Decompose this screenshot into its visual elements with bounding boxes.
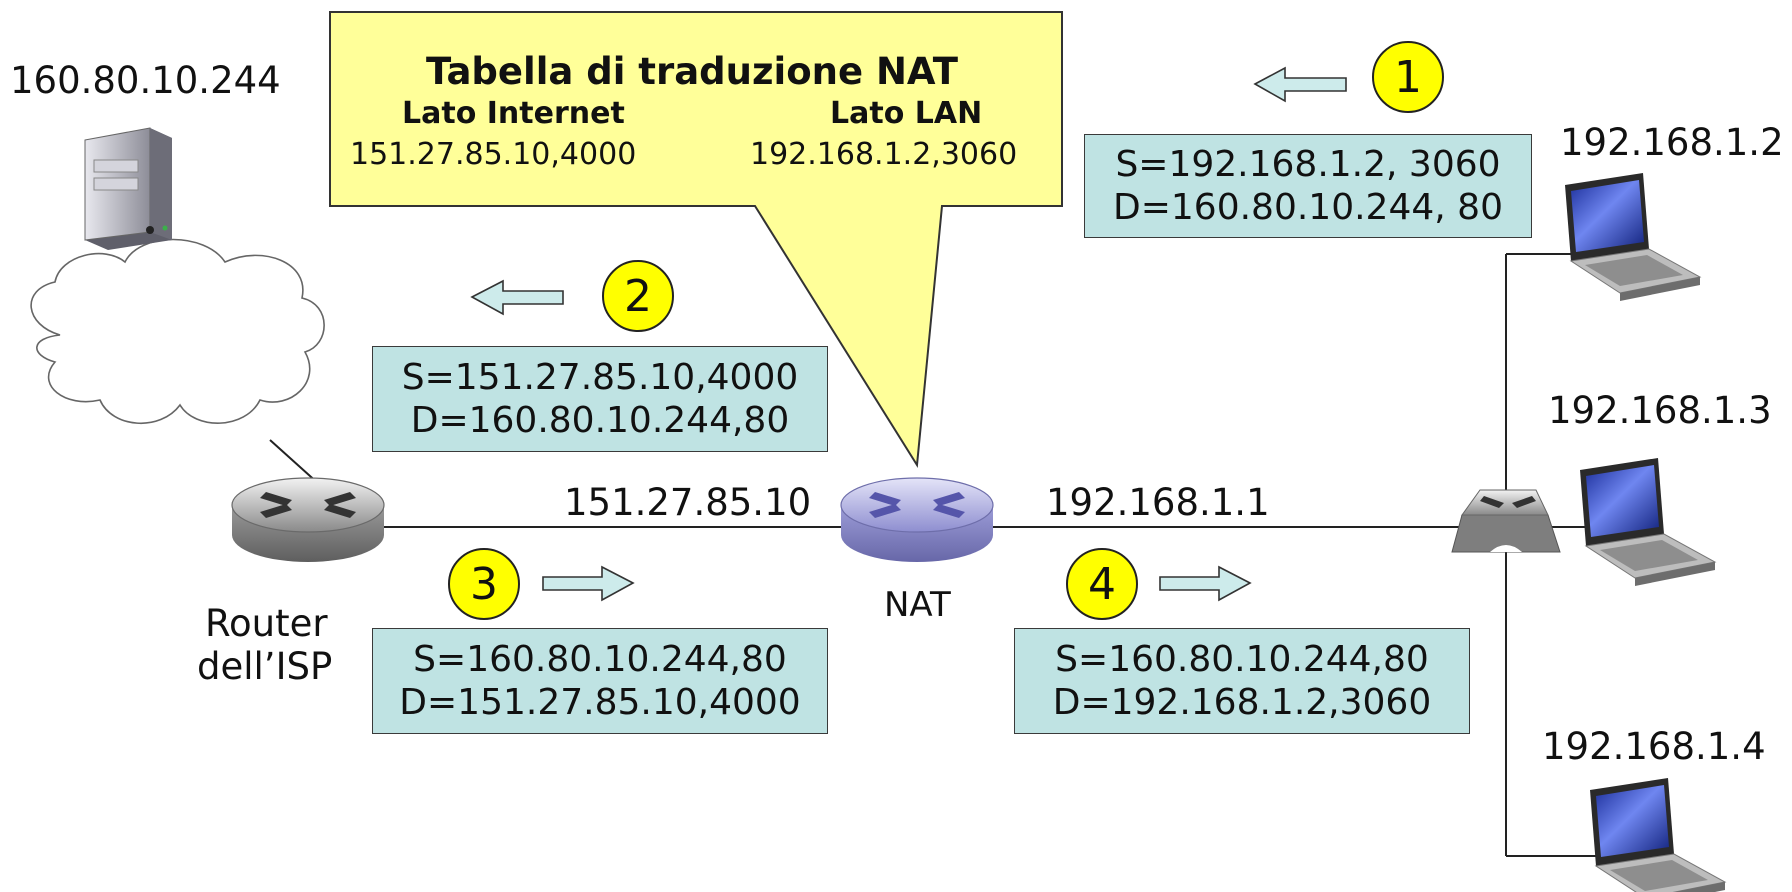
arrow-step-1 <box>1253 66 1347 103</box>
packet-1-destination: D=160.80.10.244, 80 <box>1113 187 1503 228</box>
packet-4-destination: D=192.168.1.2,3060 <box>1052 682 1432 723</box>
packet-box-step-2: S=151.27.85.10,4000 D=160.80.10.244,80 <box>372 346 828 452</box>
step-1-badge: 1 <box>1372 41 1444 113</box>
laptop1-ip-label: 192.168.1.2 <box>1560 121 1784 164</box>
packet-2-source: S=151.27.85.10,4000 <box>401 356 799 398</box>
isp-router-label-line1: Router <box>205 602 328 645</box>
internet-cloud <box>30 238 325 425</box>
nat-table-col-lan: Lato LAN <box>830 96 983 131</box>
server-icon <box>84 127 172 250</box>
laptop-icon-3 <box>1590 778 1727 892</box>
network-links <box>162 239 1598 857</box>
isp-router-label-line2: dell’ISP <box>197 645 333 688</box>
packet-3-destination: D=151.27.85.10,4000 <box>399 682 801 723</box>
switch-icon <box>1451 489 1561 553</box>
laptop-icon-2 <box>1580 458 1717 586</box>
nat-router-icon <box>840 477 994 562</box>
nat-router-label: NAT <box>884 585 951 625</box>
server-ip-label: 160.80.10.244 <box>10 59 281 102</box>
nat-table-row-internet: 151.27.85.10,4000 <box>350 137 637 172</box>
packet-4-source: S=160.80.10.244,80 <box>1055 638 1429 680</box>
arrow-step-3 <box>542 565 635 602</box>
nat-table-row-lan: 192.168.1.2,3060 <box>750 137 1018 172</box>
nat-table-callout <box>329 11 1063 469</box>
nat-table-title: Tabella di traduzione NAT <box>426 50 958 93</box>
arrow-step-2 <box>470 279 564 316</box>
packet-1-source: S=192.168.1.2, 3060 <box>1115 143 1501 185</box>
packet-2-destination: D=160.80.10.244,80 <box>410 400 790 441</box>
step-4-badge: 4 <box>1066 548 1138 620</box>
nat-lan-ip-label: 192.168.1.1 <box>1046 481 1270 524</box>
nat-wan-ip-label: 151.27.85.10 <box>564 481 812 524</box>
laptop2-ip-label: 192.168.1.3 <box>1548 389 1772 432</box>
packet-3-source: S=160.80.10.244,80 <box>413 638 787 680</box>
packet-box-step-4: S=160.80.10.244,80 D=192.168.1.2,3060 <box>1014 628 1470 734</box>
packet-box-step-3: S=160.80.10.244,80 D=151.27.85.10,4000 <box>372 628 828 734</box>
isp-router-icon <box>231 477 385 562</box>
laptop-icon-1 <box>1565 173 1702 301</box>
nat-table-col-internet: Lato Internet <box>402 96 625 131</box>
step-2-badge: 2 <box>602 260 674 332</box>
packet-box-step-1: S=192.168.1.2, 3060 D=160.80.10.244, 80 <box>1084 134 1532 238</box>
step-3-badge: 3 <box>448 548 520 620</box>
arrow-step-4 <box>1159 565 1252 602</box>
laptop3-ip-label: 192.168.1.4 <box>1542 725 1766 768</box>
